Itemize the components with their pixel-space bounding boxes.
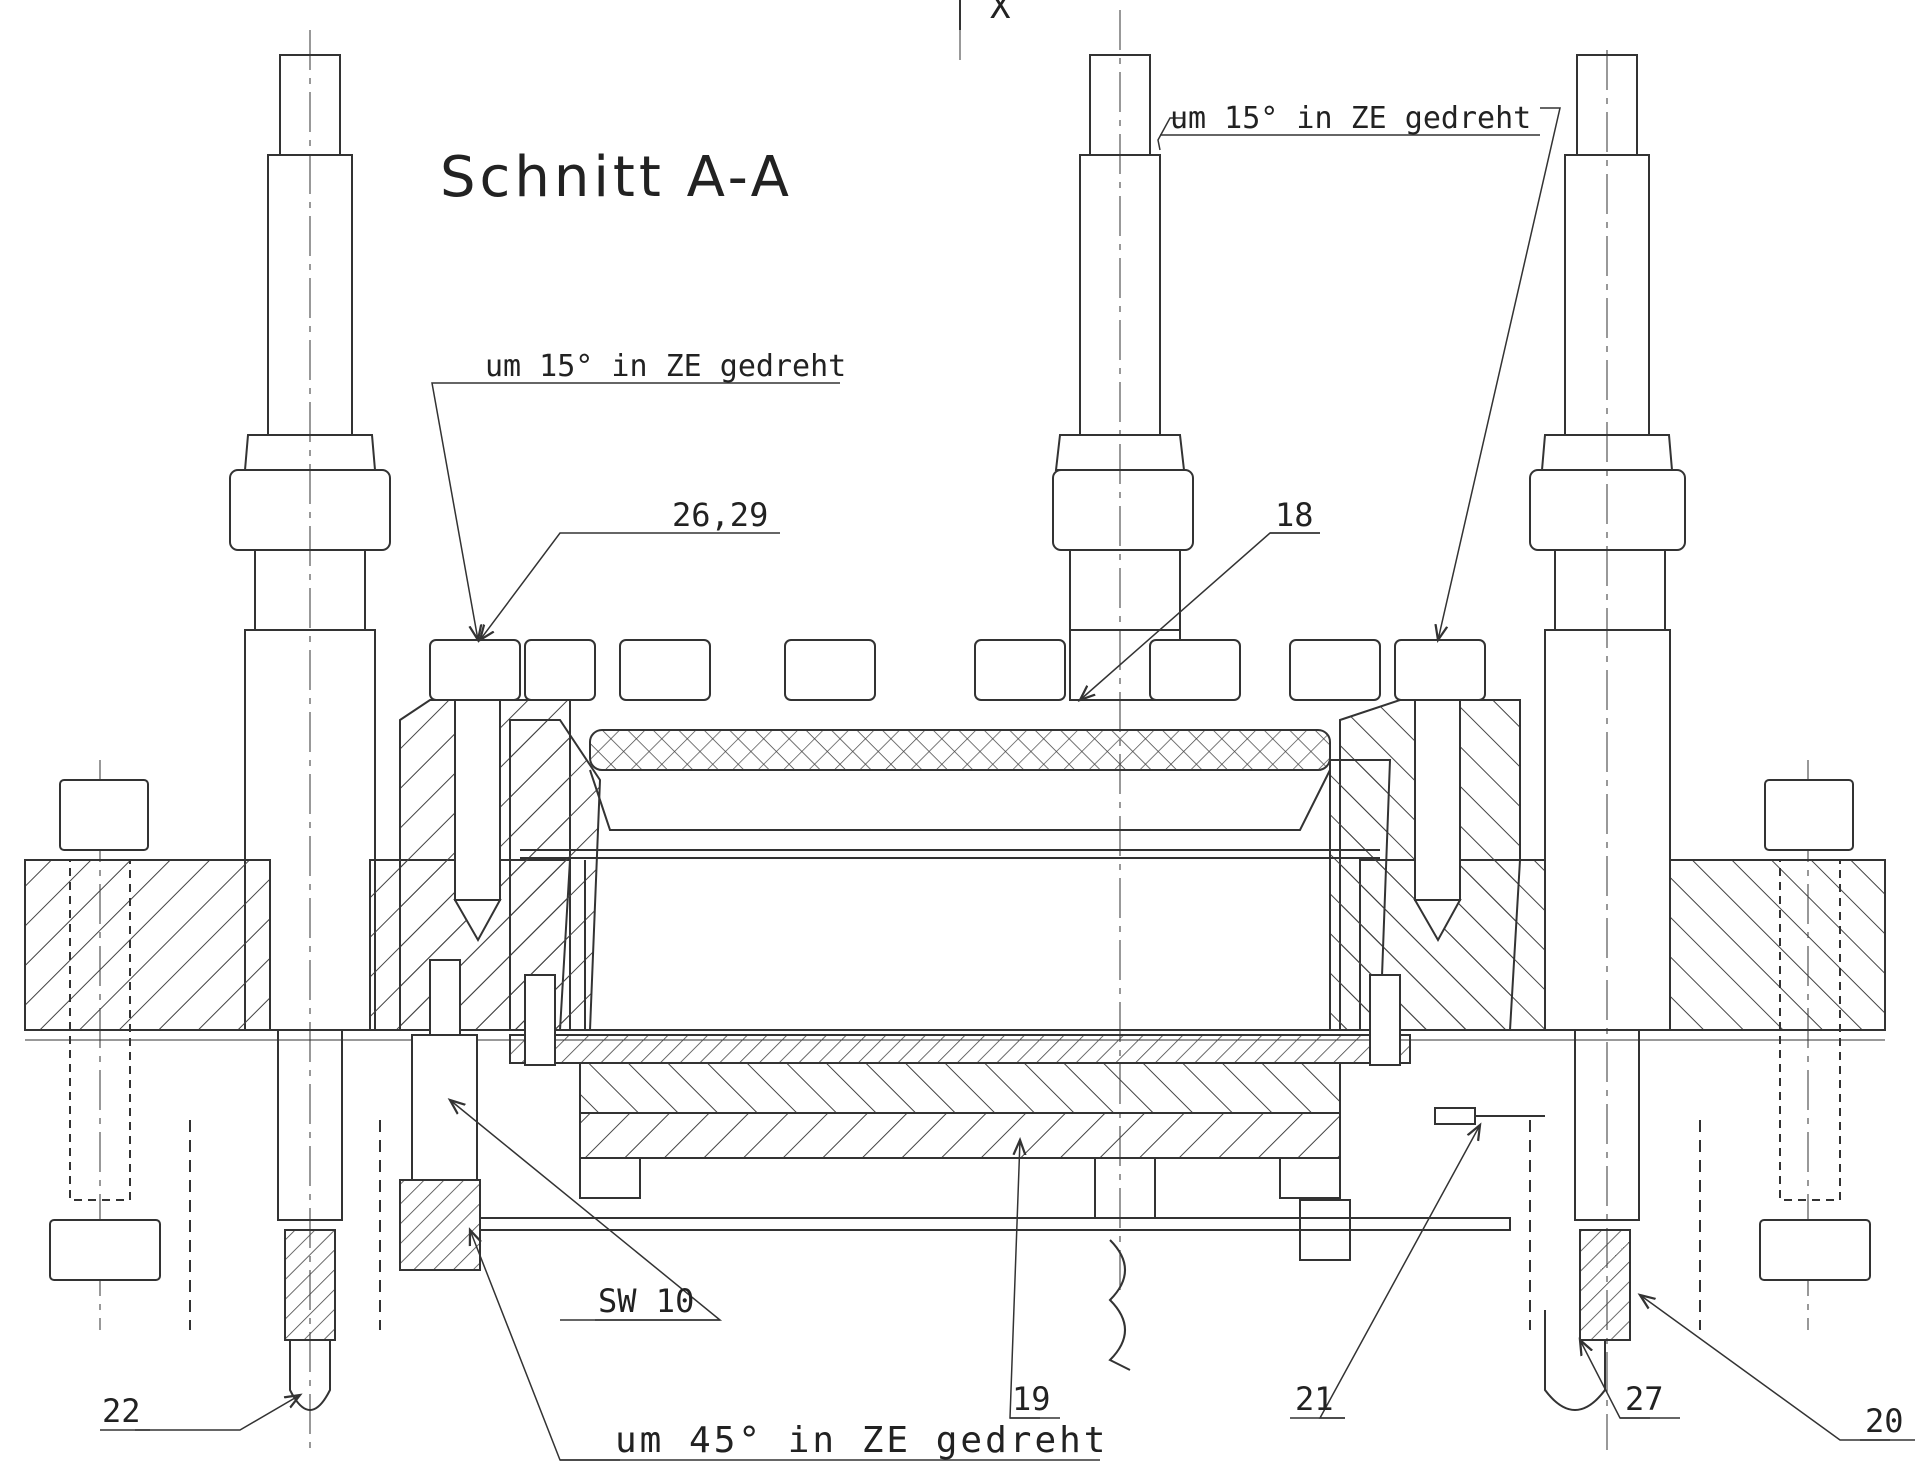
rotation-note-45: um 45° in ZE gedreht [615, 1420, 1108, 1461]
rotation-note-right: um 15° in ZE gedreht [1170, 101, 1531, 136]
bottom-loops [189, 1120, 1701, 1411]
probe [1434, 1107, 1545, 1125]
outer-flange [24, 859, 1886, 1041]
wrench-size-label: SW 10 [598, 1282, 694, 1320]
part-number-18: 18 [1275, 496, 1314, 534]
part-number-22: 22 [102, 1392, 141, 1430]
left-stud [399, 959, 481, 1271]
top-marker: X [990, 0, 1011, 27]
part-number-21: 21 [1295, 1380, 1334, 1418]
inner-chamber [584, 860, 1331, 1030]
part-number-19: 19 [1012, 1380, 1051, 1418]
part-number-27: 27 [1625, 1380, 1664, 1418]
flange-bolts [49, 779, 1871, 1281]
part-number-26-29: 26,29 [672, 496, 768, 534]
part-number-20: 20 [1865, 1402, 1904, 1440]
section-title: Schnitt A-A [440, 145, 793, 210]
label-underlines [100, 134, 1915, 1461]
cap-bolts [429, 639, 1486, 943]
centerlines [99, 0, 1809, 1450]
rotation-note-left: um 15° in ZE gedreht [485, 349, 846, 384]
center-shaft [1052, 54, 1194, 701]
filter-pad [520, 729, 1380, 859]
bottom-plate-stack [509, 974, 1411, 1199]
right-shaft [1529, 54, 1686, 1221]
